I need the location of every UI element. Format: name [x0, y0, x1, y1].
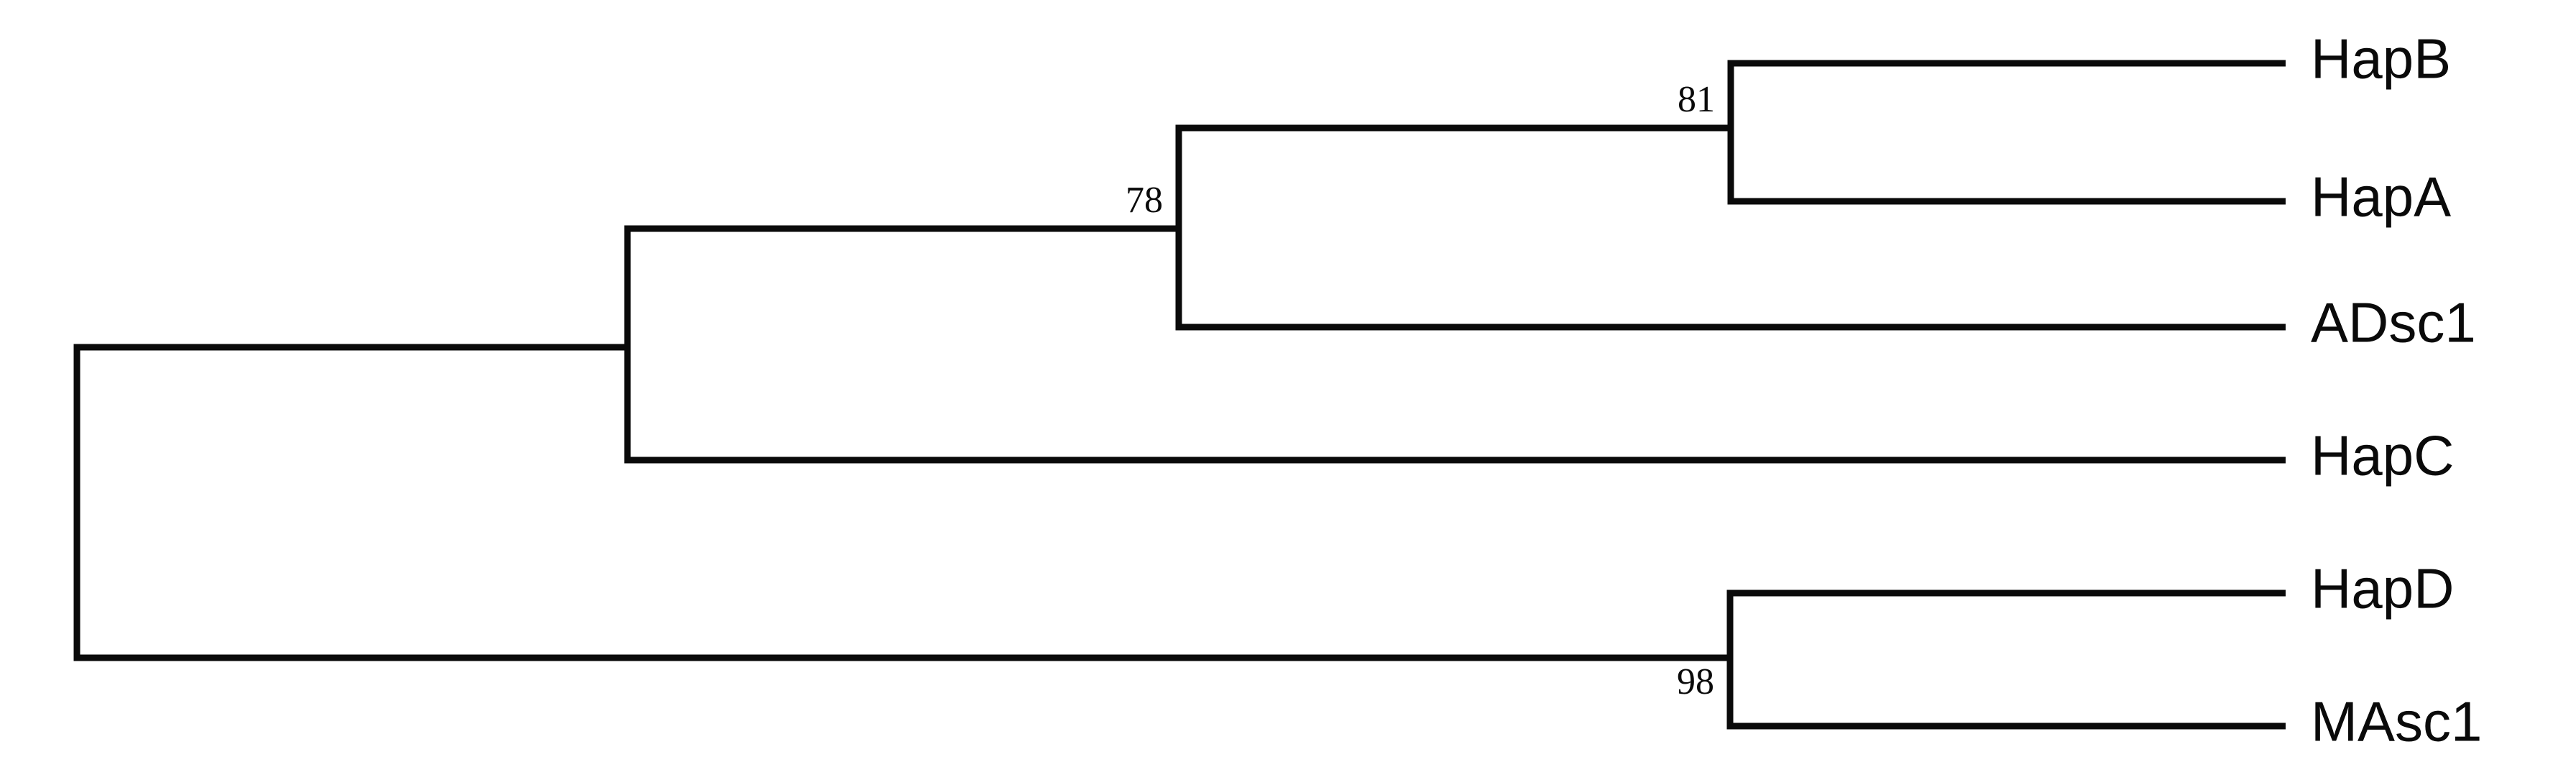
support-value-node-98: 98	[1677, 661, 1714, 702]
support-value-node-81: 81	[1678, 79, 1715, 120]
taxon-label-adsc1: ADsc1	[2311, 291, 2476, 354]
taxon-label-hapd: HapD	[2311, 557, 2454, 620]
support-value-node-78: 78	[1126, 180, 1163, 221]
taxon-label-hapb: HapB	[2311, 27, 2451, 91]
taxon-label-hapa: HapA	[2311, 165, 2451, 229]
branch-layer	[73, 60, 2286, 730]
taxon-label-hapc: HapC	[2311, 424, 2454, 487]
taxon-label-masc1: MAsc1	[2311, 690, 2482, 753]
support-label-layer: 78 81 98	[1126, 79, 1715, 702]
